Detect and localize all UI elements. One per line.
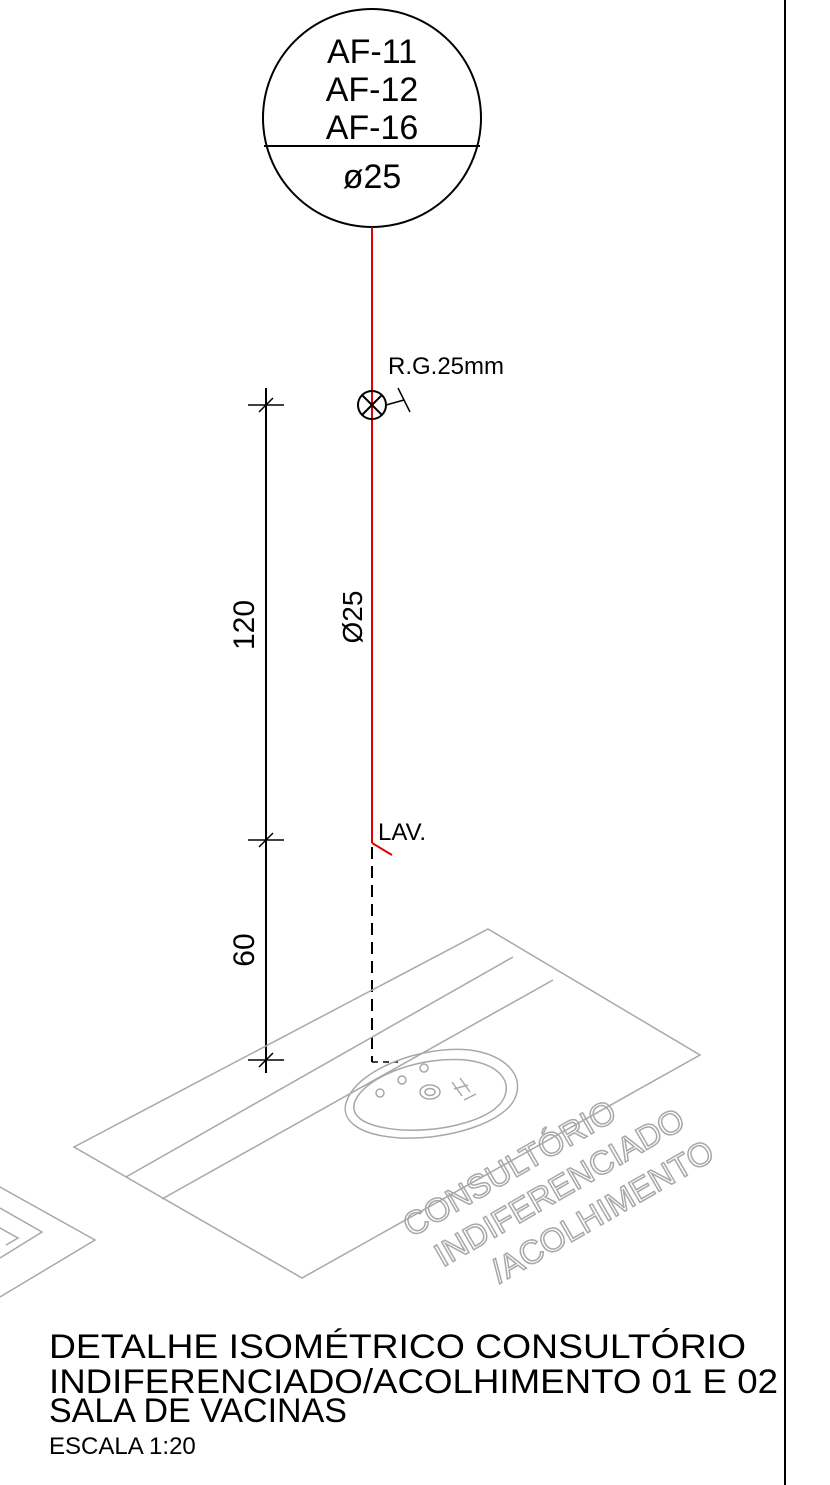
pipe-riser xyxy=(371,227,393,856)
title-line-1: DETALHE ISOMÉTRICO CONSULTÓRIO xyxy=(49,1328,746,1366)
adjacent-furniture xyxy=(0,1186,97,1298)
title-line-3: SALA DE VACINAS xyxy=(49,1392,347,1430)
dimension-line xyxy=(248,388,284,1073)
bubble-line-1: AF-11 xyxy=(327,33,417,71)
valve-symbol xyxy=(357,387,411,420)
bubble-line-3: AF-16 xyxy=(326,109,419,147)
room-label: CONSULTÓRIO INDIFERENCIADO /ACOLHIMENTO xyxy=(396,1091,721,1290)
dimension-upper: 120 xyxy=(228,600,261,650)
dimension-lower: 60 xyxy=(228,933,261,966)
sink-basin xyxy=(344,1048,519,1139)
bubble-line-2: AF-12 xyxy=(326,71,419,109)
drawing-title: DETALHE ISOMÉTRICO CONSULTÓRIO INDIFEREN… xyxy=(49,1328,778,1460)
pipe-diameter-label: Ø25 xyxy=(337,591,368,644)
countertop xyxy=(72,928,702,1279)
scale-label: ESCALA 1:20 xyxy=(49,1433,196,1460)
pipe-id-bubble: AF-11 AF-12 AF-16 ø25 xyxy=(262,8,482,228)
valve-label: R.G.25mm xyxy=(388,353,504,380)
title-line-2: INDIFERENCIADO/ACOLHIMENTO 01 E 02 xyxy=(49,1363,778,1401)
fixture-label: LAV. xyxy=(378,819,426,846)
bubble-diameter: ø25 xyxy=(343,158,402,196)
